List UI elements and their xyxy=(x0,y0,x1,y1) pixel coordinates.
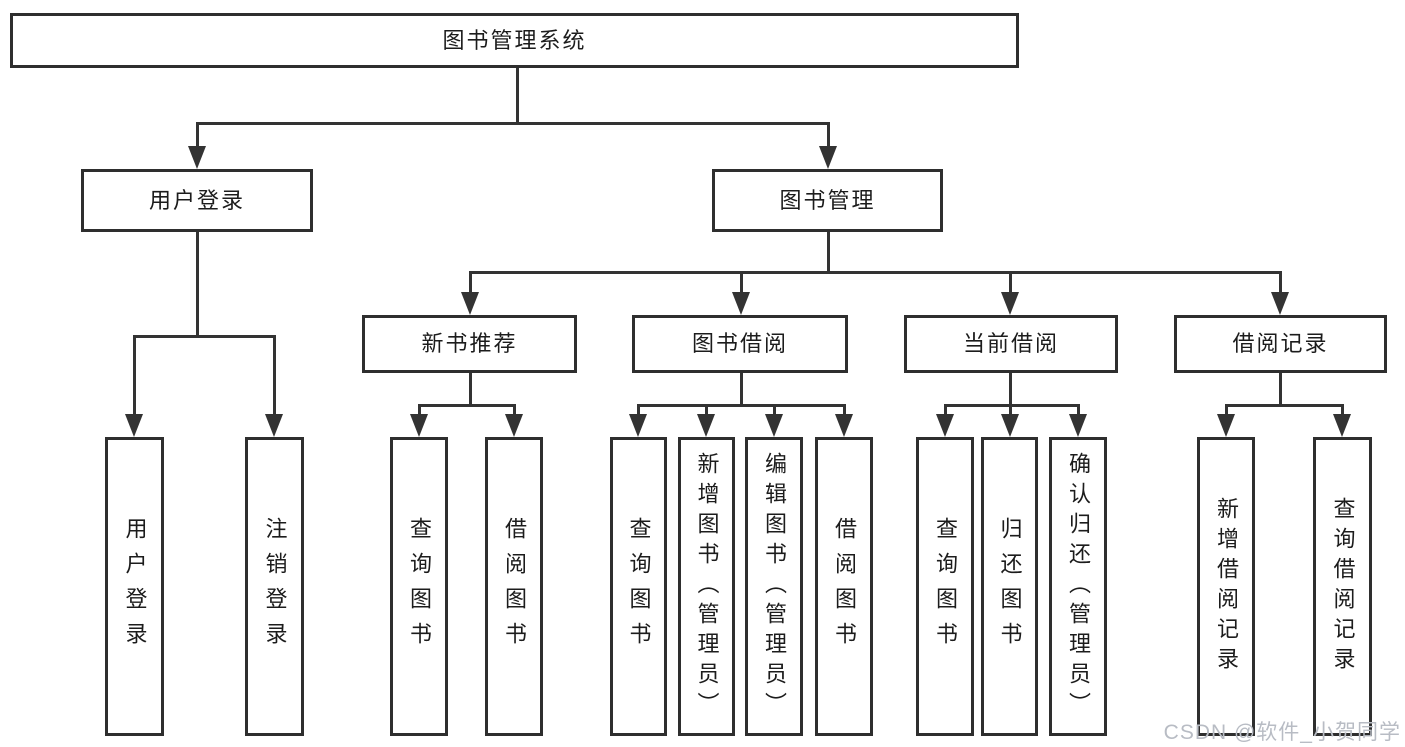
connector-line xyxy=(196,232,199,335)
connector-line xyxy=(1279,373,1282,407)
connector-line xyxy=(944,404,947,416)
node-root: 图书管理系统 xyxy=(10,13,1019,68)
leaf-newbook-query-books: 查询图书 xyxy=(390,437,448,736)
leaf-borrow-query-books: 查询图书 xyxy=(610,437,667,736)
connector-line xyxy=(637,404,846,407)
leaf-record-query-record: 查询借阅记录 xyxy=(1313,437,1372,736)
connector-line xyxy=(1341,404,1344,416)
arrowhead-down-icon xyxy=(505,414,523,437)
connector-line xyxy=(773,404,776,416)
node-user-login: 用户登录 xyxy=(81,169,313,232)
connector-line xyxy=(637,404,640,416)
leaf-user-login: 用户登录 xyxy=(105,437,164,736)
csdn-watermark: CSDN @软件_小贺同学 xyxy=(1163,721,1401,744)
node-borrow-record: 借阅记录 xyxy=(1174,315,1387,373)
connector-line xyxy=(1009,404,1012,416)
arrowhead-down-icon xyxy=(629,414,647,437)
leaf-newbook-borrow-books: 借阅图书 xyxy=(485,437,543,736)
connector-line xyxy=(469,373,472,407)
connector-line xyxy=(469,271,1281,274)
leaf-borrow-borrow-books: 借阅图书 xyxy=(815,437,873,736)
connector-line xyxy=(827,122,830,148)
arrowhead-down-icon xyxy=(1069,414,1087,437)
node-book-mgmt: 图书管理 xyxy=(712,169,943,232)
arrowhead-down-icon xyxy=(1333,414,1351,437)
connector-line xyxy=(273,335,276,415)
connector-line xyxy=(133,335,276,338)
connector-line xyxy=(469,271,472,294)
connector-line xyxy=(196,122,199,148)
arrowhead-down-icon xyxy=(765,414,783,437)
connector-line xyxy=(196,122,830,125)
leaf-current-query-books: 查询图书 xyxy=(916,437,974,736)
connector-line xyxy=(418,404,516,407)
arrowhead-down-icon xyxy=(1217,414,1235,437)
connector-line xyxy=(1279,271,1282,294)
connector-line xyxy=(133,335,136,415)
connector-line xyxy=(1077,404,1080,416)
connector-line xyxy=(843,404,846,416)
leaf-record-add-record: 新增借阅记录 xyxy=(1197,437,1255,736)
arrowhead-down-icon xyxy=(835,414,853,437)
arrowhead-down-icon xyxy=(125,414,143,437)
leaf-current-return-books: 归还图书 xyxy=(981,437,1038,736)
arrowhead-down-icon xyxy=(188,146,206,169)
node-new-book: 新书推荐 xyxy=(362,315,577,373)
connector-line xyxy=(1225,404,1228,416)
node-current-borrow: 当前借阅 xyxy=(904,315,1118,373)
leaf-borrow-add-books-admin: 新增图书（管理员） xyxy=(678,437,735,736)
arrowhead-down-icon xyxy=(1001,414,1019,437)
connector-line xyxy=(516,68,519,123)
arrowhead-down-icon xyxy=(265,414,283,437)
connector-line xyxy=(1009,271,1012,294)
arrowhead-down-icon xyxy=(461,292,479,315)
connector-line xyxy=(944,404,1080,407)
leaf-borrow-edit-books-admin: 编辑图书（管理员） xyxy=(745,437,803,736)
connector-line xyxy=(740,373,743,407)
connector-line xyxy=(1009,373,1012,407)
leaf-current-confirm-return-admin: 确认归还（管理员） xyxy=(1049,437,1107,736)
arrowhead-down-icon xyxy=(936,414,954,437)
arrowhead-down-icon xyxy=(732,292,750,315)
arrowhead-down-icon xyxy=(1001,292,1019,315)
connector-line xyxy=(513,404,516,416)
arrowhead-down-icon xyxy=(819,146,837,169)
connector-line xyxy=(418,404,421,416)
arrowhead-down-icon xyxy=(1271,292,1289,315)
connector-line xyxy=(740,271,743,294)
arrowhead-down-icon xyxy=(410,414,428,437)
node-book-borrow: 图书借阅 xyxy=(632,315,848,373)
connector-line xyxy=(705,404,708,416)
connector-line xyxy=(827,232,830,271)
connector-line xyxy=(1225,404,1344,407)
leaf-logout: 注销登录 xyxy=(245,437,304,736)
arrowhead-down-icon xyxy=(697,414,715,437)
